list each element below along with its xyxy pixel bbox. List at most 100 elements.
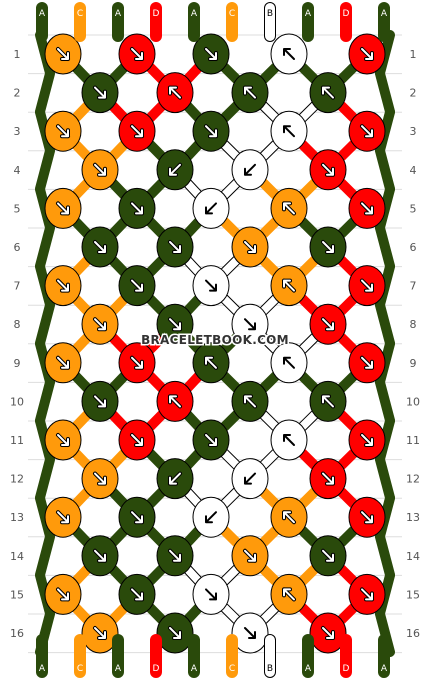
strand-label: A: [191, 9, 198, 19]
row-number-left: 5: [14, 202, 21, 215]
knot: [270, 33, 308, 75]
knot-arrow-icon: [283, 125, 295, 138]
knot: [270, 496, 308, 538]
knot: [81, 612, 119, 654]
row-number-right: 5: [410, 202, 417, 215]
row-number-left: 4: [14, 164, 21, 177]
knot: [44, 342, 82, 384]
knot: [348, 342, 386, 384]
knot-arrow-icon: [361, 48, 373, 60]
watermark-text: BRACELETBOOK.COM: [141, 333, 289, 347]
knot-arrow-icon: [57, 202, 69, 215]
knot: [231, 535, 269, 577]
knot-arrow-icon: [205, 48, 217, 60]
knot-arrow-icon: [322, 472, 334, 485]
strand-label: D: [343, 9, 350, 19]
knot-arrow-icon: [169, 86, 181, 99]
knot: [118, 33, 156, 75]
knot: [309, 380, 347, 422]
knot-arrow-icon: [131, 202, 143, 215]
strand-label: A: [381, 664, 388, 674]
strand-label: C: [77, 9, 83, 19]
strand-label: C: [77, 664, 83, 674]
knot: [192, 265, 230, 307]
knot-arrow-icon: [131, 48, 143, 60]
knot-arrow-icon: [131, 356, 143, 369]
knot: [156, 535, 194, 577]
knot-arrow-icon: [322, 86, 334, 99]
knot: [156, 458, 194, 500]
knot: [192, 342, 230, 384]
knot-arrow-icon: [94, 395, 106, 408]
knot: [192, 110, 230, 152]
knot-arrow-icon: [205, 511, 217, 524]
row-number-left: 16: [10, 627, 24, 640]
row-number-left: 9: [14, 357, 21, 370]
knot-arrow-icon: [244, 472, 256, 485]
thread-segment: [35, 531, 55, 580]
knot-arrow-icon: [205, 279, 217, 292]
knot-arrow-icon: [283, 279, 295, 292]
knot-arrow-icon: [322, 163, 334, 176]
knot-arrow-icon: [205, 356, 217, 369]
strand-label: A: [305, 664, 312, 674]
knot-arrow-icon: [169, 241, 181, 253]
row-number-left: 14: [10, 550, 24, 563]
row-number-left: 3: [14, 125, 21, 138]
knot-arrow-icon: [205, 588, 217, 601]
knot-arrow-icon: [57, 588, 69, 601]
knot-arrow-icon: [57, 125, 69, 138]
knot: [231, 72, 269, 114]
knot-arrow-icon: [169, 472, 181, 485]
knot-arrow-icon: [131, 434, 143, 446]
row-number-right: 4: [410, 164, 417, 177]
knot: [192, 496, 230, 538]
knot: [156, 226, 194, 268]
thread-segment: [35, 68, 55, 117]
strand-label: C: [229, 664, 235, 674]
knot: [348, 33, 386, 75]
strand-label: A: [39, 9, 46, 19]
row-number-right: 3: [410, 125, 417, 138]
strand-label: D: [153, 664, 160, 674]
knot-arrow-icon: [94, 549, 106, 562]
knot-arrow-icon: [131, 588, 143, 601]
knot: [192, 33, 230, 75]
knot: [231, 612, 269, 654]
thread-segment: [375, 377, 395, 426]
knot-arrow-icon: [244, 241, 256, 253]
knot: [118, 419, 156, 461]
thread-segment: [375, 223, 395, 271]
knot: [118, 110, 156, 152]
row-number-right: 7: [410, 280, 417, 293]
knot: [81, 303, 119, 345]
knot-arrow-icon: [283, 588, 295, 601]
strand-label: D: [343, 664, 350, 674]
knot: [44, 496, 82, 538]
row-number-left: 7: [14, 280, 21, 293]
knot: [118, 496, 156, 538]
knot: [348, 265, 386, 307]
knot-arrow-icon: [283, 48, 295, 60]
knot: [192, 187, 230, 229]
knot: [44, 110, 82, 152]
row-number-right: 12: [406, 473, 420, 486]
thread-segment: [35, 454, 55, 503]
knot: [81, 380, 119, 422]
knot-grid: [44, 33, 386, 654]
knot-arrow-icon: [94, 627, 106, 639]
knot-arrow-icon: [57, 356, 69, 369]
strand-label: A: [115, 9, 122, 19]
knot-arrow-icon: [361, 125, 373, 138]
knot: [348, 110, 386, 152]
knot-arrow-icon: [205, 434, 217, 446]
row-number-right: 6: [410, 241, 417, 254]
row-number-left: 13: [10, 511, 24, 524]
strand-label: A: [39, 664, 46, 674]
thread-segment: [35, 377, 55, 426]
knot: [81, 72, 119, 114]
knot: [156, 612, 194, 654]
